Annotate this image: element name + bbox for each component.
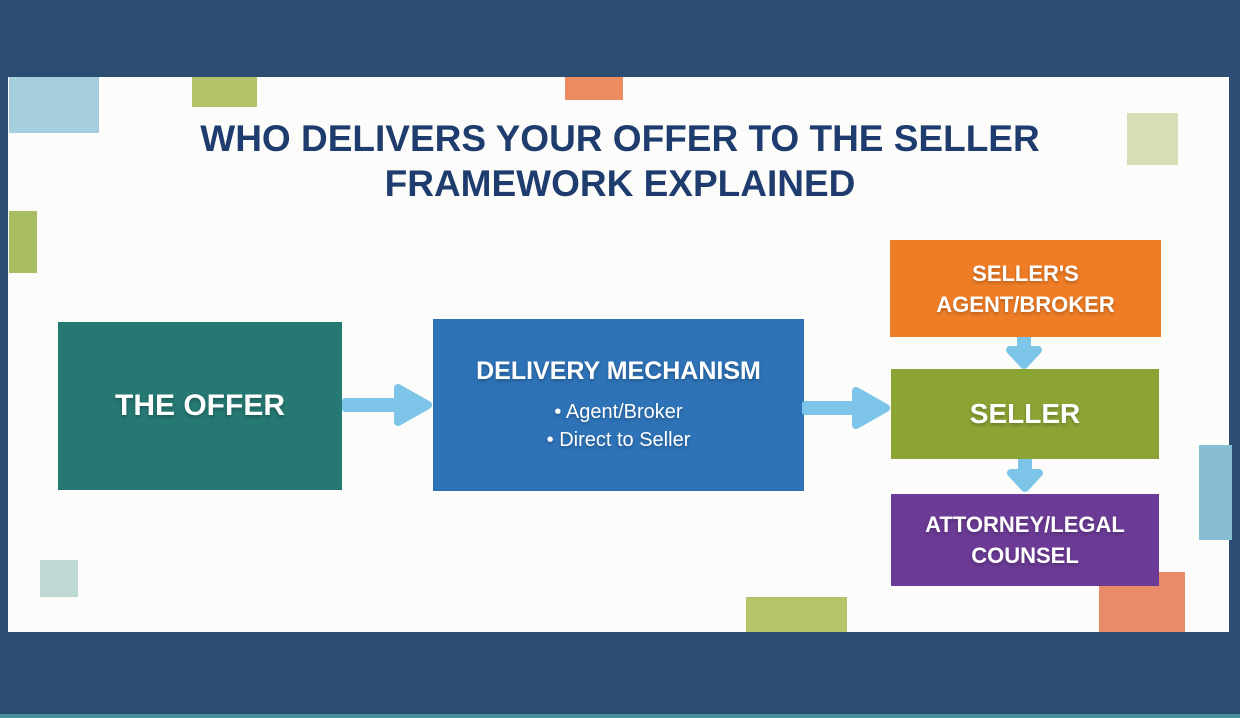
deco-square-left-olive: [9, 211, 37, 273]
deco-square-top-salmon: [565, 77, 623, 100]
delivery-bullet-agent-broker: • Agent/Broker: [554, 400, 683, 423]
bottom-accent-line: [0, 714, 1240, 718]
deco-square-bottom-olive: [746, 597, 847, 632]
node-sellers-agent-broker-label: SELLER'S AGENT/BROKER: [936, 260, 1115, 317]
node-delivery-mechanism: DELIVERY MECHANISM • Agent/Broker • Dire…: [433, 319, 804, 491]
node-delivery-mechanism-title: DELIVERY MECHANISM: [476, 356, 761, 385]
node-seller: SELLER: [891, 369, 1159, 459]
deco-square-topleft-lightblue: [9, 77, 99, 133]
arrow-right-icon-delivery-to-seller: [802, 386, 891, 430]
node-attorney-legal-counsel: ATTORNEY/LEGAL COUNSEL: [891, 494, 1159, 586]
diagram-title: WHO DELIVERS YOUR OFFER TO THE SELLER FR…: [0, 116, 1240, 206]
node-the-offer: THE OFFER: [58, 322, 342, 490]
node-sellers-agent-broker: SELLER'S AGENT/BROKER: [890, 240, 1161, 337]
deco-square-bottomleft-paleteal: [40, 560, 78, 597]
node-attorney-legal-counsel-label: ATTORNEY/LEGAL COUNSEL: [925, 512, 1125, 568]
diagram-title-line1: WHO DELIVERS YOUR OFFER TO THE SELLER: [200, 118, 1040, 159]
deco-square-right-blue: [1199, 445, 1232, 540]
delivery-bullet-list: • Agent/Broker • Direct to Seller: [547, 398, 691, 454]
diagram-title-line2: FRAMEWORK EXPLAINED: [384, 163, 856, 204]
node-seller-label: SELLER: [969, 398, 1081, 429]
delivery-bullet-direct-to-seller: • Direct to Seller: [546, 428, 691, 451]
node-the-offer-label: THE OFFER: [115, 389, 285, 422]
deco-square-top-olive: [192, 77, 257, 107]
arrow-down-icon-agent-to-seller: [1002, 337, 1046, 370]
deco-square-topright-palegreen: [1127, 113, 1178, 165]
arrow-down-icon-seller-to-attorney: [1003, 459, 1047, 493]
arrow-right-icon-offer-to-delivery: [342, 383, 433, 427]
